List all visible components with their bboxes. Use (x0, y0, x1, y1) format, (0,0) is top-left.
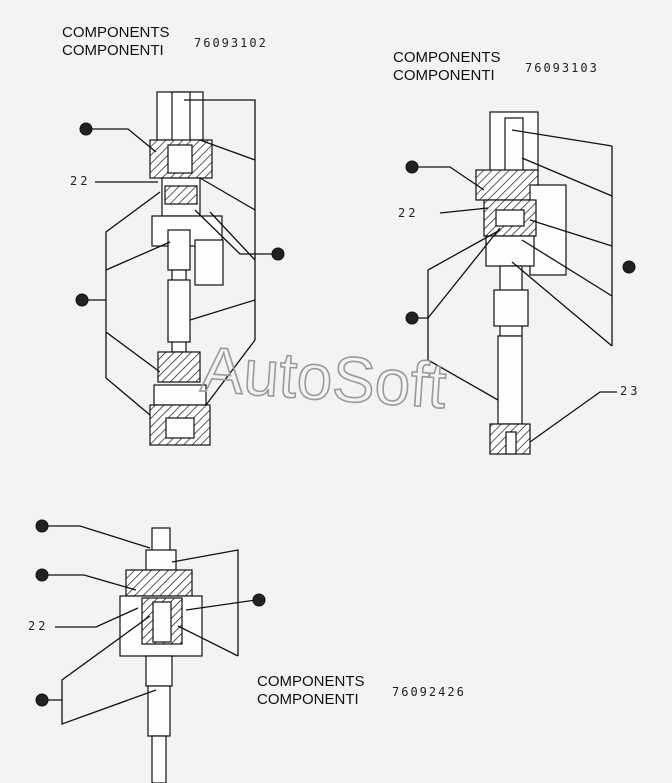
valve-assembly-1 (149, 91, 224, 446)
callout-dot-1b (271, 247, 285, 261)
leader-lines-1: 22 (70, 99, 285, 416)
callout-dot-2a (405, 160, 419, 174)
callout-dot-2c (405, 311, 419, 325)
valve-assembly-3 (119, 527, 203, 783)
group-2-header: COMPONENTS COMPONENTI 76093103 (393, 49, 599, 84)
callout-dot-3b (35, 568, 49, 582)
group-2-title-en: COMPONENTS (393, 49, 501, 66)
group-2-title-it: COMPONENTI (393, 67, 495, 84)
callout-dot-1a (79, 122, 93, 136)
callout-dot-3a (35, 519, 49, 533)
ref-22-group-3: 22 (28, 619, 48, 633)
valve-assembly-2 (475, 111, 567, 455)
ref-22-group-2: 22 (398, 206, 418, 220)
leader-lines-2: 22 23 (398, 129, 640, 443)
callout-dot-3d (35, 693, 49, 707)
callout-dot-1c (75, 293, 89, 307)
leader-lines-3: 22 (28, 519, 266, 725)
group-1-code: 76093102 (194, 36, 268, 50)
callout-dot-2b (622, 260, 636, 274)
ref-23-group-2: 23 (620, 384, 640, 398)
group-3-title-en: COMPONENTS (257, 673, 365, 690)
ref-22-group-1: 22 (70, 174, 90, 188)
group-2-code: 76093103 (525, 61, 599, 75)
group-1-header: COMPONENTS COMPONENTI 76093102 (62, 24, 268, 59)
group-1-title-en: COMPONENTS (62, 24, 170, 41)
watermark: AutoSoft (199, 333, 449, 422)
group-3-title-it: COMPONENTI (257, 691, 359, 708)
group-3-code: 76092426 (392, 685, 466, 699)
group-3-header: COMPONENTS COMPONENTI 76092426 (257, 673, 466, 708)
callout-dot-3c (252, 593, 266, 607)
group-1-title-it: COMPONENTI (62, 42, 164, 59)
